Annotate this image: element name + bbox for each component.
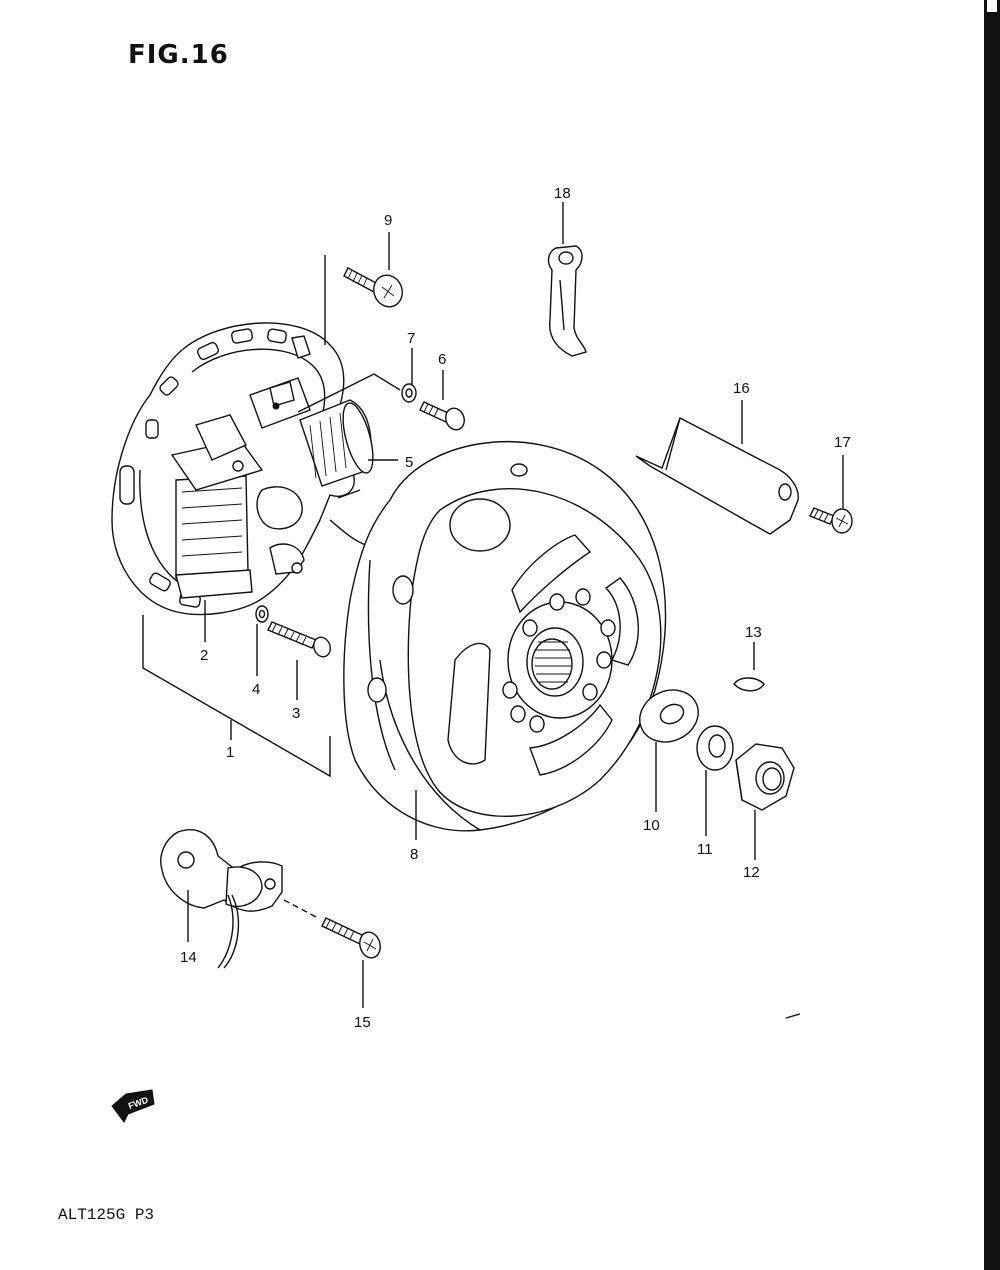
callout-3: 3 (292, 705, 300, 722)
callout-5: 5 (405, 454, 413, 471)
leader-7-coil (297, 373, 401, 413)
key-13 (733, 642, 765, 692)
scan-edge-bar (984, 0, 1000, 1270)
washer-4 (255, 605, 269, 676)
fwd-arrow-icon: FWD (111, 1089, 155, 1123)
plate-slots (119, 328, 287, 608)
screw-3 (267, 621, 331, 700)
screw-15 (321, 917, 381, 1008)
callout-15: 15 (354, 1014, 371, 1031)
callout-9: 9 (384, 212, 392, 229)
callout-2: 2 (200, 647, 208, 664)
coil-5 (249, 377, 374, 487)
pickup-coil-14 (160, 829, 283, 969)
callout-numbers: 1 2 3 4 5 6 7 8 9 10 11 12 13 14 15 16 1… (180, 185, 851, 1031)
callout-4: 4 (252, 681, 260, 698)
figure-title: FIG.16 (128, 40, 229, 70)
clamp-18 (547, 202, 587, 357)
callout-12: 12 (743, 864, 760, 881)
rotor-8 (343, 441, 667, 840)
callout-8: 8 (410, 846, 418, 863)
nut-12 (735, 743, 795, 860)
leader-14-15 (283, 899, 319, 919)
callout-18: 18 (554, 185, 571, 202)
callout-6: 6 (438, 351, 446, 368)
screw-6 (419, 370, 465, 431)
callout-10: 10 (643, 817, 660, 834)
stator-assembly (111, 322, 374, 616)
scan-mark (785, 1013, 801, 1019)
cover-16 (635, 400, 799, 535)
callout-13: 13 (745, 624, 762, 641)
screw-17 (809, 455, 853, 534)
callout-16: 16 (733, 380, 750, 397)
model-code: ALT125G P3 (58, 1206, 155, 1224)
screw-9 (343, 232, 403, 308)
callout-14: 14 (180, 949, 197, 966)
washer-7 (401, 348, 417, 403)
callout-7: 7 (407, 330, 415, 347)
lock-washer-11 (696, 725, 734, 836)
hub-holes (502, 588, 616, 733)
callout-17: 17 (834, 434, 851, 451)
callout-11: 11 (697, 841, 713, 858)
bracket-1 (142, 615, 331, 778)
washer-10 (639, 689, 699, 812)
callout-1: 1 (226, 744, 234, 761)
coil-2 (170, 414, 264, 599)
